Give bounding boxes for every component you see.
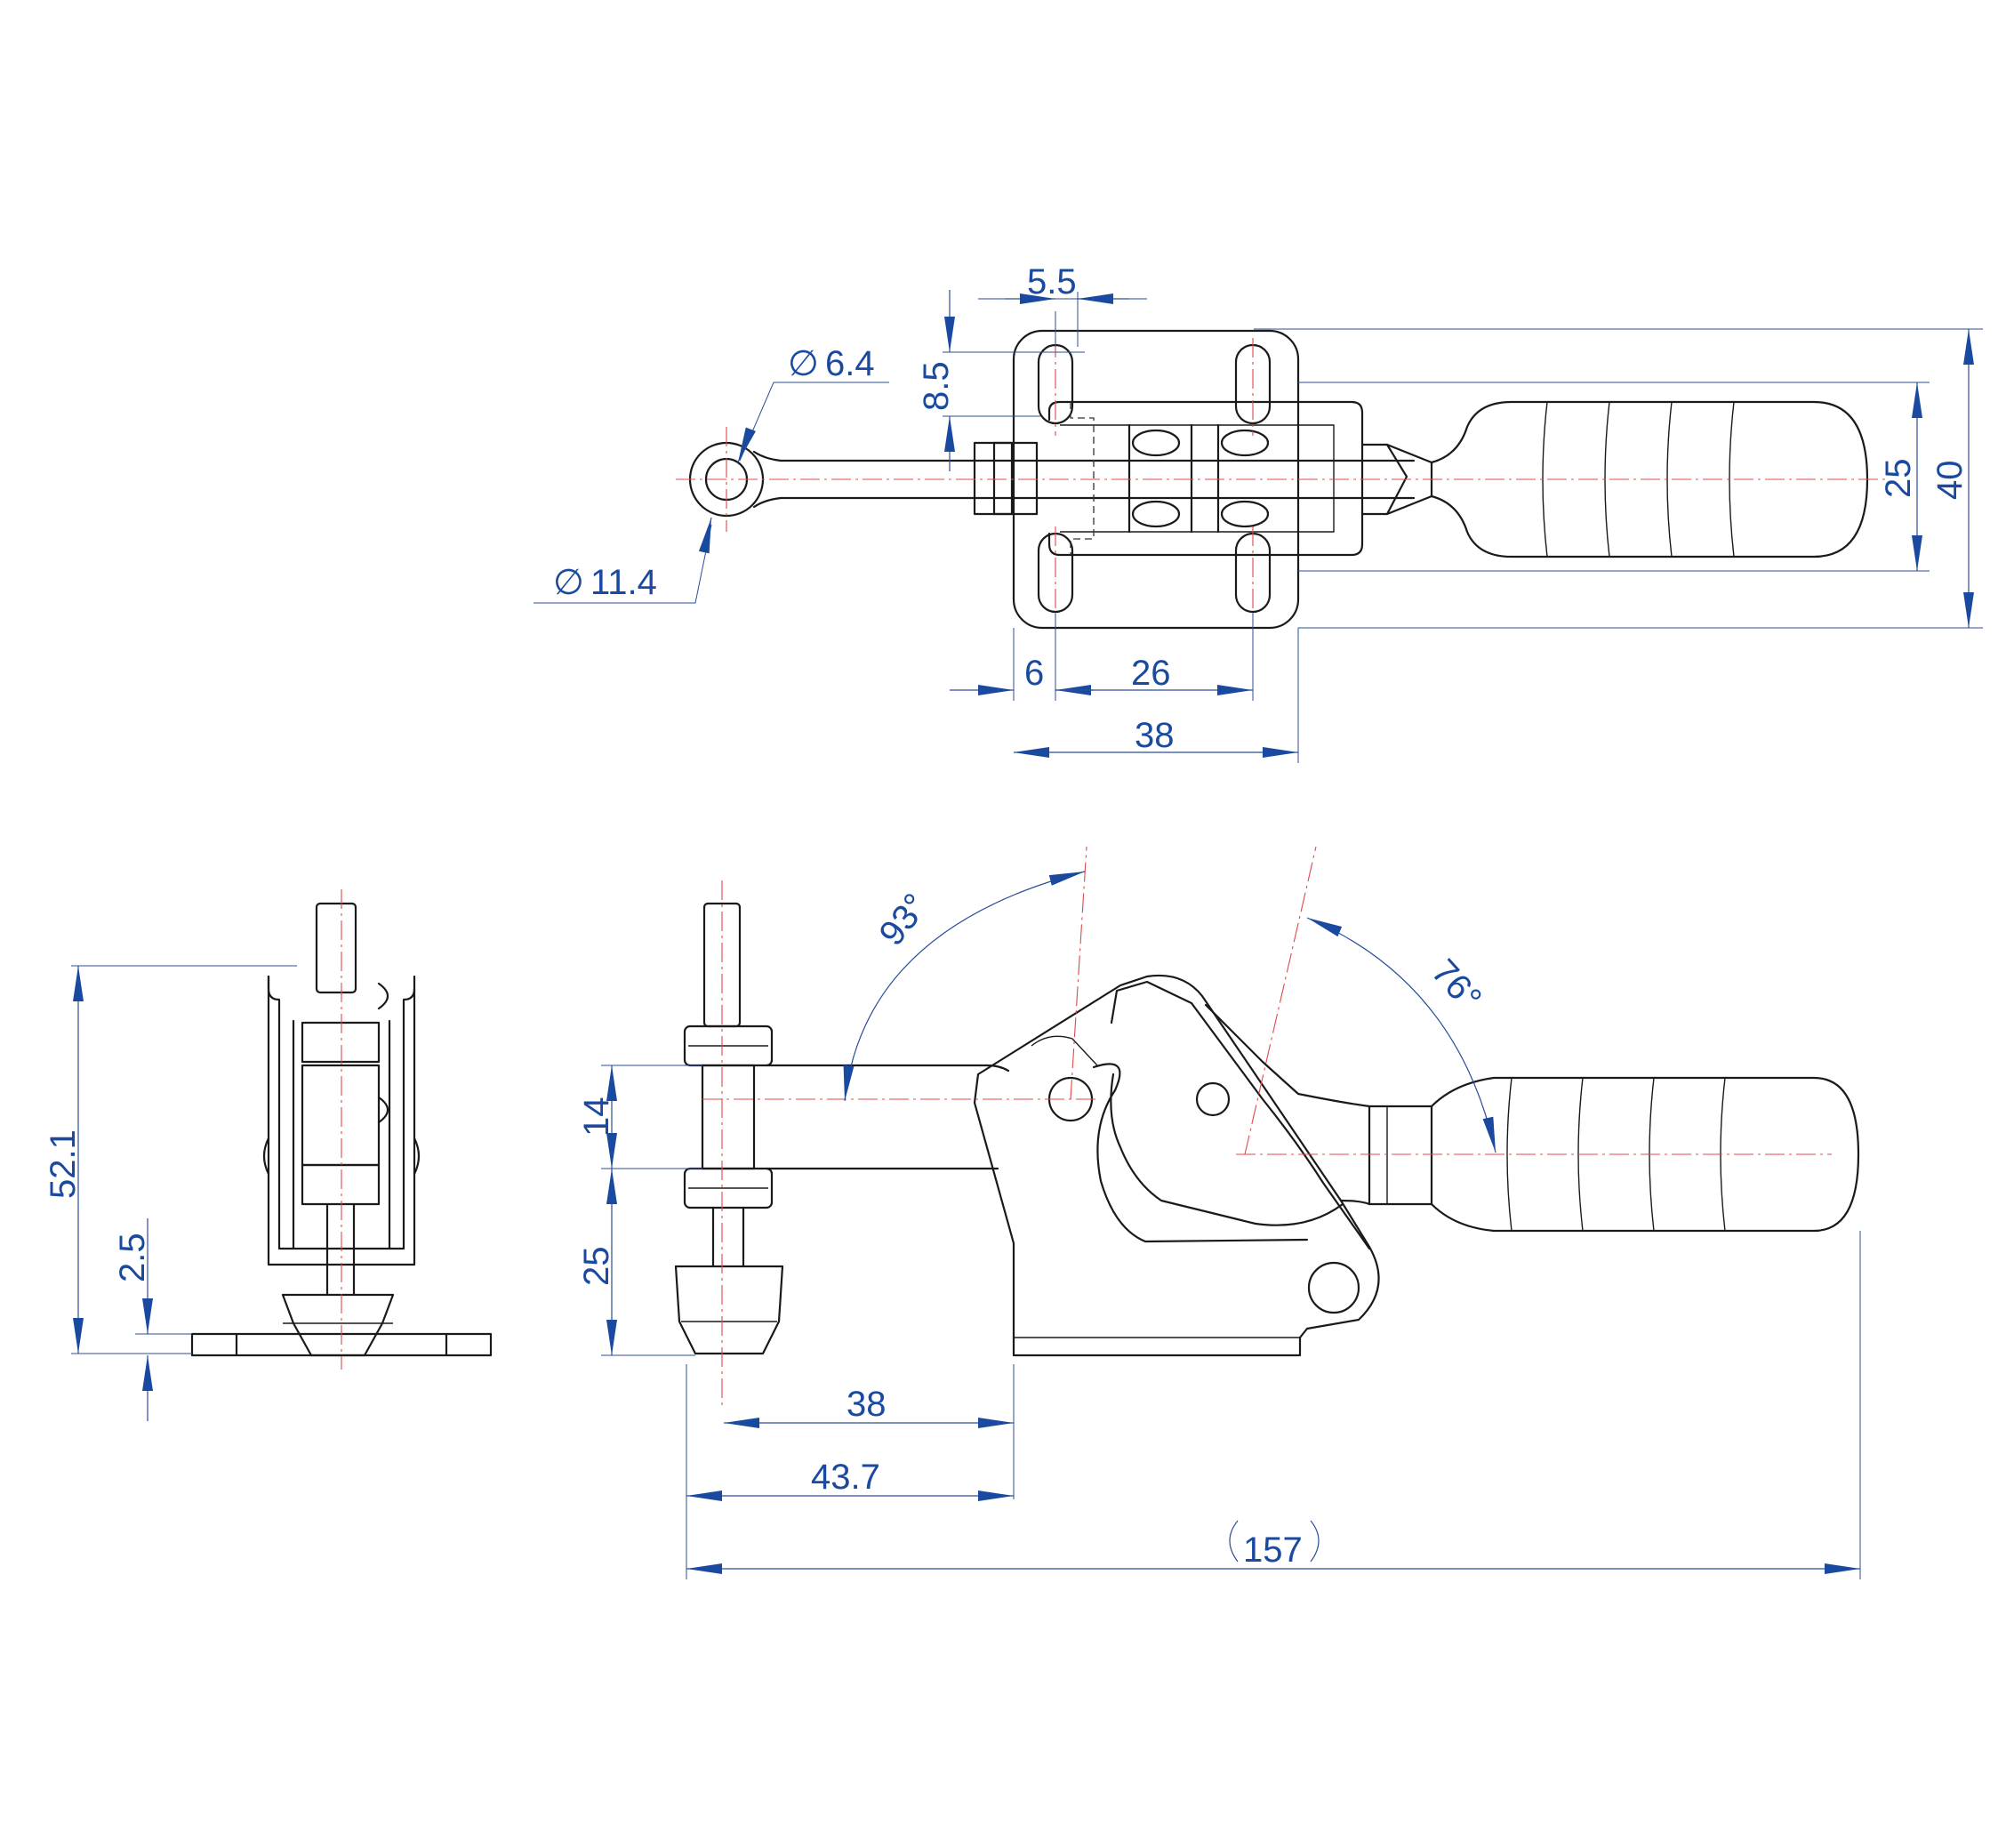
dim-spindle-to-base: 25 — [577, 1247, 616, 1287]
shaft-neck — [752, 450, 782, 509]
body-inner — [1060, 424, 1335, 533]
dim-tip-to-base-edge: 43.7 — [811, 1458, 880, 1497]
extension-line — [71, 965, 297, 1354]
pin-head — [1131, 500, 1181, 528]
side-lower-nut — [683, 1167, 774, 1209]
side-body — [973, 974, 1380, 1339]
side-base-plate — [1012, 1336, 1302, 1357]
centerline — [726, 338, 1254, 623]
dim-slot-pitch: 25 — [1879, 459, 1918, 499]
dim-base-width: 40 — [1930, 461, 1970, 501]
side-plunger-shaft — [765, 1064, 1010, 1170]
leader-arrow — [698, 517, 712, 554]
side-view: 93° 76° 14 25 38 43.7 157 — [577, 846, 1861, 1579]
extension-line — [1013, 614, 1299, 763]
guide-block — [973, 441, 1039, 516]
end-base-holes — [235, 1332, 448, 1357]
guide-collar — [992, 441, 1014, 516]
end-spindle-body — [301, 1064, 381, 1167]
dim-hole-outer: 11.4 — [590, 563, 657, 602]
dim-slot-offset: 8.5 — [917, 361, 956, 411]
pin-head — [1220, 429, 1270, 457]
side-cam-cutout — [1092, 1063, 1309, 1243]
plunger-shaft — [779, 459, 1416, 500]
end-body-walls — [292, 1019, 391, 1250]
side-spindle-body — [701, 1064, 756, 1170]
end-lower-nut — [301, 1163, 381, 1206]
dim-overall-height: 52.1 — [44, 1129, 83, 1199]
end-pin-heads — [377, 982, 389, 1124]
end-pivot-bosses — [262, 1137, 421, 1176]
end-body-inner — [267, 975, 416, 1250]
dim-spindle-height: 14 — [577, 1097, 616, 1137]
leader-line — [739, 382, 889, 462]
side-spindle-lower — [711, 1206, 745, 1268]
handle-arm — [1360, 443, 1408, 516]
top-view: 5.5 8.5 ∅ 6.4 ∅ 11.4 6 26 38 25 40 — [534, 262, 1983, 763]
pin-head — [1220, 500, 1270, 528]
side-handle-ferrule — [1368, 1105, 1433, 1206]
dim-overall-length: 157 — [1243, 1531, 1303, 1570]
dim-hole-inner: 6.4 — [825, 344, 875, 383]
angle-arc — [1306, 917, 1496, 1153]
hidden-line — [1070, 402, 1095, 555]
dim-base-length: 38 — [1135, 716, 1175, 755]
dim-slot-width: 5.5 — [1027, 262, 1077, 301]
dim-edge-to-slot: 6 — [1024, 654, 1044, 693]
extension-line — [686, 1231, 1861, 1579]
leader-arrow — [737, 427, 756, 463]
dim-base-thickness: 2.5 — [113, 1233, 152, 1282]
pivot-pins — [1127, 423, 1220, 534]
reference-parens — [1229, 1520, 1320, 1563]
diameter-symbol: ∅ — [553, 563, 584, 602]
diameter-symbol: ∅ — [788, 344, 819, 383]
side-pivot-hole — [1307, 1261, 1360, 1314]
side-link-plate — [1110, 980, 1371, 1250]
body-frame — [1047, 400, 1364, 557]
extension-line — [601, 1065, 702, 1356]
end-upper-nut — [301, 1021, 381, 1064]
extension-line — [943, 351, 1085, 417]
pin-head — [1131, 429, 1181, 457]
end-view: 52.1 2.5 — [44, 889, 493, 1421]
side-spindle-tip — [674, 1265, 784, 1355]
side-link — [1031, 1035, 1098, 1066]
side-small-hole — [1195, 1081, 1231, 1117]
end-spindle-lower — [325, 1202, 356, 1297]
end-spindle-top — [315, 902, 357, 994]
dim-slot-spacing: 26 — [1131, 654, 1171, 693]
centerline — [702, 880, 1832, 1405]
side-handle-arm — [1204, 1003, 1371, 1206]
dim-spindle-to-base-edge: 38 — [847, 1385, 887, 1424]
end-spindle-tip — [281, 1293, 395, 1357]
dim-release-angle: 76° — [1424, 952, 1488, 1018]
dim-handle-angle: 93° — [871, 887, 935, 953]
angle-arc — [843, 871, 1086, 1102]
extension-line — [1254, 328, 1983, 629]
